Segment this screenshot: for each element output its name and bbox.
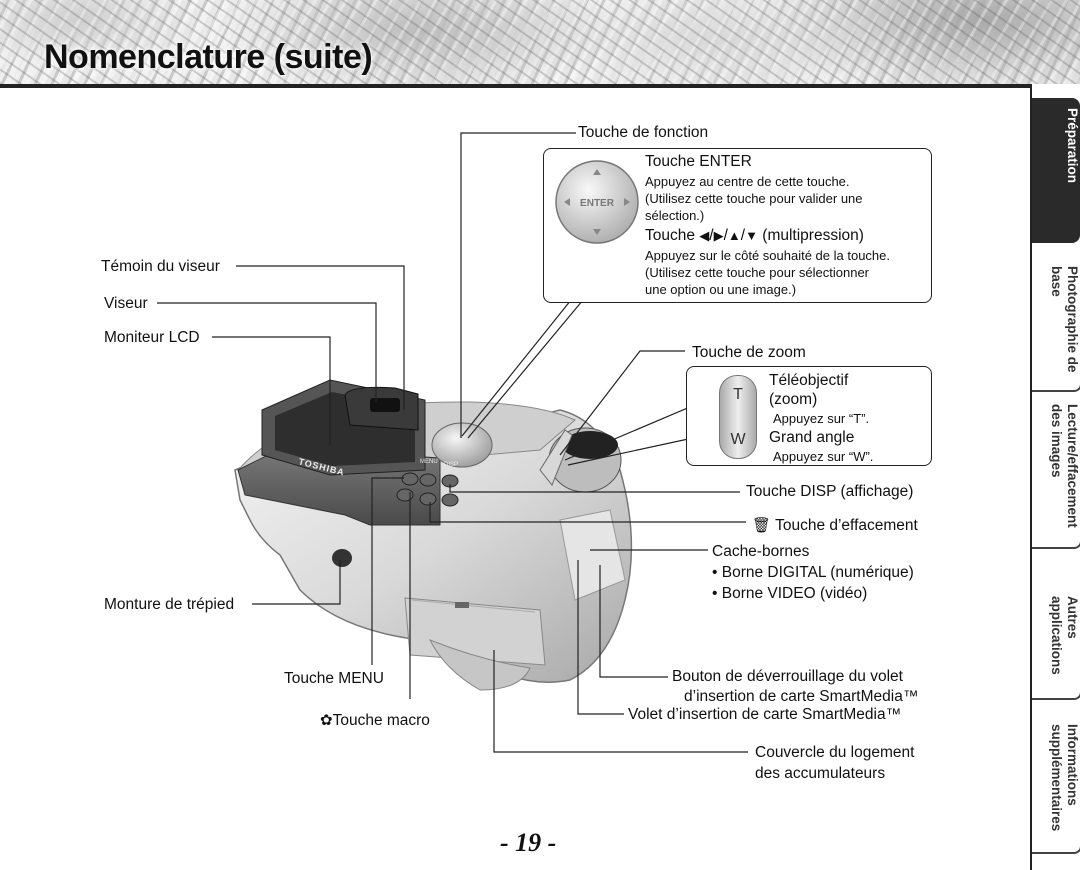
multi-prefix: Touche [645, 227, 695, 244]
page-title: Nomenclature (suite) [44, 38, 373, 76]
label-touche-macro: ✿Touche macro [320, 711, 430, 730]
tab-label-informations: Informations supplémentaires [1049, 724, 1080, 832]
tab-separator [1032, 692, 1080, 700]
tab-photographie-de-base[interactable]: Photographie de base [1032, 256, 1080, 386]
enter-desc-1: Appuyez au centre de cette touche. [645, 174, 850, 189]
camera-menu-button [401, 472, 419, 486]
tripod-mount [332, 549, 352, 567]
label-couvercle-1: Couvercle du logement [755, 744, 915, 761]
tab-label-preparation: Préparation [1065, 108, 1080, 184]
zoom-lever-icon: T W [719, 375, 757, 459]
enter-desc-2: (Utilisez cette touche pour valider une [645, 191, 863, 206]
label-bouton-deverrouillage-2: d’insertion de carte SmartMedia™ [684, 688, 919, 705]
macro-flower-icon: ✿ [320, 712, 333, 729]
zoom-key-box: T W Téléobjectif (zoom) Appuyez sur “T”.… [686, 366, 932, 466]
label-zoom: (zoom) [769, 391, 818, 408]
label-monture-trepied: Monture de trépied [104, 596, 235, 613]
tab-label-photographie: Photographie de base [1049, 266, 1080, 373]
zoom-w-label: W [730, 431, 746, 448]
multi-desc-2: (Utilisez cette touche pour sélectionner [645, 265, 870, 280]
camera-zoom-lever [539, 429, 573, 486]
enter-desc-3: sélection.) [645, 208, 705, 223]
header-banner: Nomenclature (suite) [0, 0, 1080, 84]
tab-lecture-effacement[interactable]: Lecture/effacement des images [1032, 394, 1080, 544]
label-borne-digital: • Borne DIGITAL (numérique) [712, 564, 914, 581]
header-rule [0, 84, 1030, 88]
terminal-cover [559, 509, 626, 601]
tab-separator [1032, 384, 1080, 392]
label-moniteur-lcd: Moniteur LCD [104, 329, 200, 346]
label-touche-de-zoom: Touche de zoom [692, 344, 806, 361]
arrow-right-icon: ▶ [713, 228, 724, 243]
tab-preparation[interactable]: Préparation [1032, 98, 1080, 243]
arrow-left-icon: ◀ [699, 228, 710, 243]
enter-dial-text: ENTER [580, 198, 615, 209]
trash-icon: 🗑 [752, 517, 772, 534]
camera-enter-button [431, 422, 493, 468]
label-touche-enter: Touche ENTER [645, 153, 752, 170]
callout-lines [157, 132, 748, 753]
label-touche-effacement: 🗑 Touche d’effacement [752, 516, 918, 535]
tab-label-autres: Autres applications [1049, 596, 1080, 675]
camera-macro-button [396, 488, 414, 502]
battery-cover [428, 639, 531, 691]
tab-label-lecture: Lecture/effacement des images [1049, 404, 1080, 528]
arrow-down-icon: ▼ [745, 228, 758, 243]
camera-illustration [157, 132, 748, 753]
tab-autres-applications[interactable]: Autres applications [1032, 560, 1080, 690]
label-touche-menu: Touche MENU [284, 670, 384, 687]
function-key-box: ENTER Touche ENTER Appuyez au centre de … [543, 148, 932, 303]
multi-suffix: (multipression) [762, 227, 864, 244]
label-touche-de-fonction: Touche de fonction [578, 124, 709, 141]
camera-delete-button [419, 492, 437, 506]
label-appuyez-t: Appuyez sur “T”. [773, 411, 870, 426]
label-couvercle-2: des accumulateurs [755, 765, 886, 782]
label-viseur: Viseur [104, 295, 148, 312]
tabs-divider [1030, 84, 1032, 870]
label-touche-disp: Touche DISP (affichage) [746, 483, 914, 500]
label-bouton-deverrouillage-1: Bouton de déverrouillage du volet [672, 668, 903, 685]
label-teleobjectif: Téléobjectif [769, 372, 849, 389]
label-borne-video: • Borne VIDEO (vidéo) [712, 585, 868, 602]
camera-menu-text: MENU [420, 459, 438, 465]
label-volet-insertion: Volet d’insertion de carte SmartMedia™ [628, 706, 902, 723]
label-temoin-viseur: Témoin du viseur [101, 258, 220, 275]
effacement-text: Touche d’effacement [775, 517, 918, 534]
tab-separator [1032, 846, 1080, 854]
lens-ring [562, 431, 618, 459]
zoom-t-label: T [733, 386, 743, 403]
multi-desc-1: Appuyez sur le côté souhaité de la touch… [645, 248, 890, 263]
camera-disp-text: DISP [444, 462, 459, 468]
tab-informations-supplementaires[interactable]: Informations supplémentaires [1032, 714, 1080, 854]
header-texture [0, 0, 1080, 84]
arrow-up-icon: ▲ [727, 228, 741, 243]
label-appuyez-w: Appuyez sur “W”. [773, 449, 874, 464]
tab-separator [1032, 541, 1080, 549]
label-cache-bornes: Cache-bornes [712, 543, 810, 560]
label-touche-multi: Touche ◀/▶/▲/▼ (multipression) [645, 227, 864, 244]
macro-text: Touche macro [332, 712, 430, 729]
label-grand-angle: Grand angle [769, 429, 855, 446]
enter-dial-icon: ENTER [555, 160, 639, 244]
page-number: - 19 - [500, 828, 557, 857]
multi-desc-3: une option ou une image.) [645, 282, 797, 297]
